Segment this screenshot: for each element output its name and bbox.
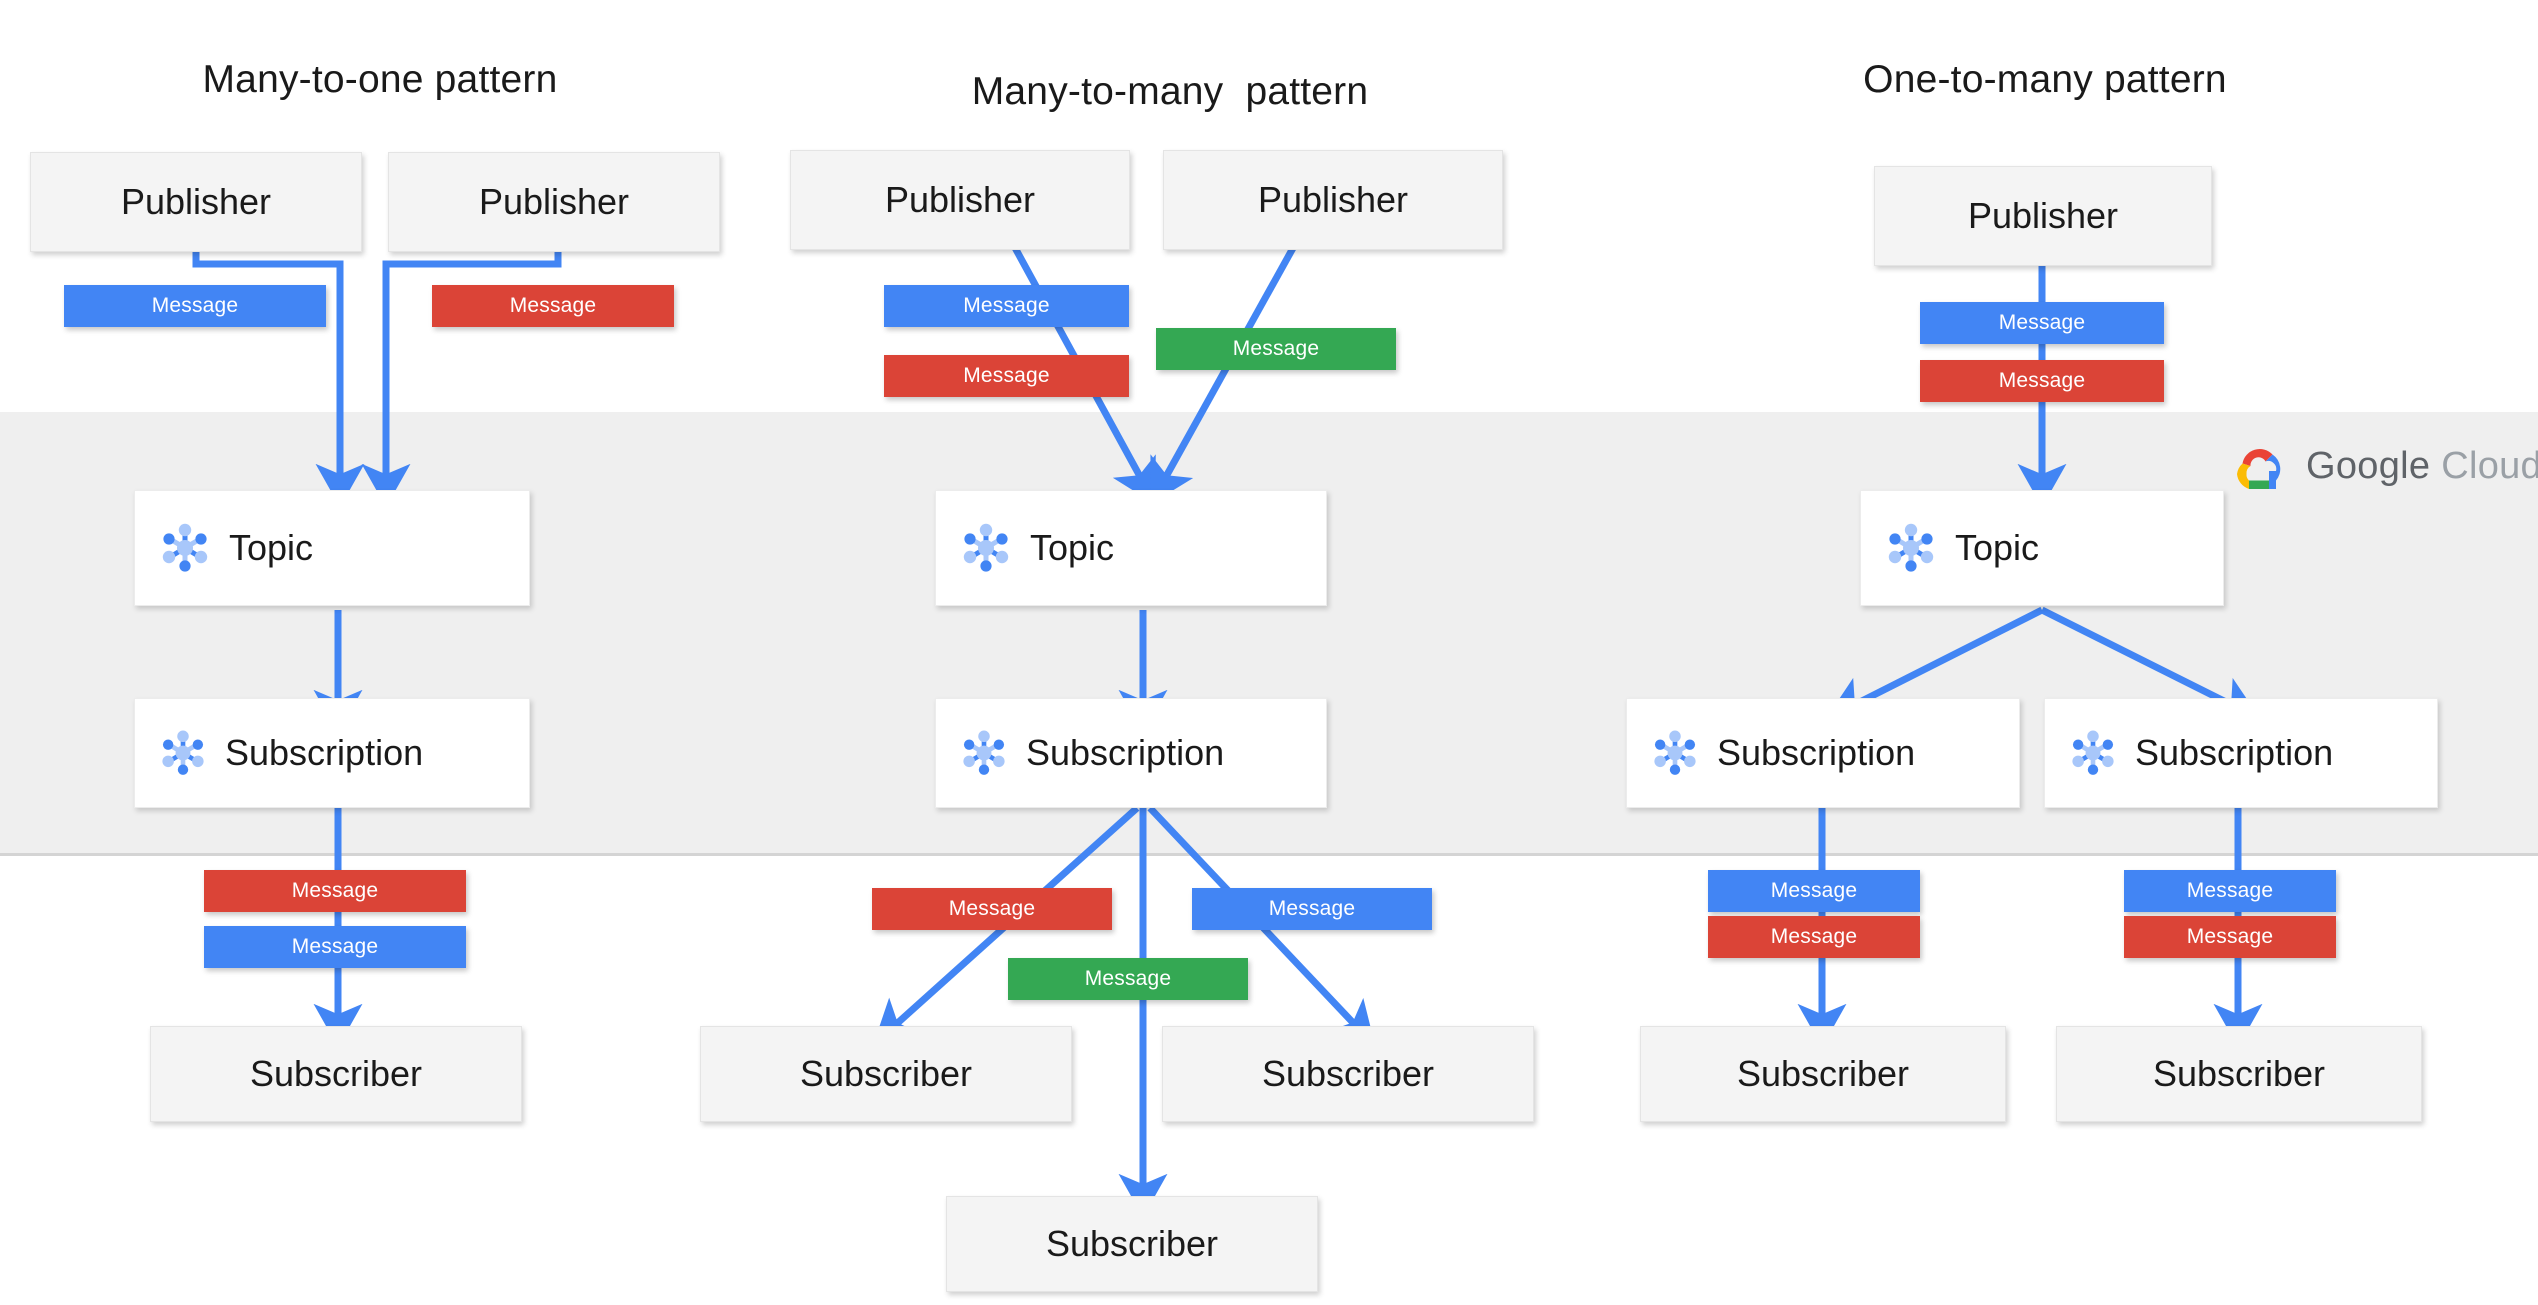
publisher-label: Publisher [478,181,630,222]
message-chip-red: Message [2124,916,2336,958]
message-label: Message [291,879,379,902]
pubsub-subscription-icon [162,730,204,775]
publisher-label: Publisher [884,179,1036,220]
message-label: Message [2186,879,2274,902]
subscriber-label: Subscriber [1736,1053,1910,1094]
message-chip-green: Message [1156,328,1396,370]
topic-node[interactable]: Topic [935,490,1327,606]
subscriber-label: Subscriber [2152,1053,2326,1094]
message-label: Message [1232,337,1320,360]
topic-label: Topic [1955,527,2040,568]
subscriber-node[interactable]: Subscriber [150,1026,522,1122]
pubsub-subscription-icon [963,730,1005,775]
google-wordmark-secondary: Cloud [2441,444,2538,487]
message-label: Message [963,294,1050,317]
subscriber-node[interactable]: Subscriber [700,1026,1072,1122]
message-chip-red: Message [884,355,1129,397]
subscriber-label: Subscriber [249,1053,423,1094]
subscriber-label: Subscriber [1261,1053,1435,1094]
google-cloud-wordmark: Google Cloud [2306,445,2538,488]
publisher-label: Publisher [1967,195,2119,236]
subscription-label: Subscription [1026,732,1225,773]
message-label: Message [1770,879,1858,902]
publisher-label: Publisher [120,181,272,222]
publisher-node[interactable]: Publisher [1874,166,2212,266]
message-label: Message [1998,369,2086,392]
topic-node[interactable]: Topic [1860,490,2224,606]
google-wordmark-primary: Google [2306,444,2431,487]
pubsub-subscription-icon [1654,730,1696,775]
message-chip-blue: Message [1708,870,1920,912]
message-label: Message [1770,925,1858,948]
subscription-label: Subscription [1717,732,1916,773]
pubsub-topic-icon [162,523,208,572]
subscription-node[interactable]: Subscription [935,698,1327,808]
message-chip-red: Message [432,285,674,327]
publisher-node[interactable]: Publisher [30,152,362,252]
message-label: Message [2186,925,2274,948]
column-title-one-to-many: One-to-many pattern [1863,58,2227,101]
subscriber-node[interactable]: Subscriber [1162,1026,1534,1122]
message-label: Message [1268,897,1356,920]
google-cloud-logo-icon [2237,448,2281,489]
subscription-node[interactable]: Subscription [2044,698,2438,808]
message-label: Message [509,294,597,317]
message-chip-red: Message [204,870,466,912]
column-title-many-to-one: Many-to-one pattern [202,58,558,101]
subscription-label: Subscription [2135,732,2334,773]
message-chip-blue: Message [884,285,1129,327]
topic-node[interactable]: Topic [134,490,530,606]
topic-label: Topic [1030,527,1115,568]
publisher-node[interactable]: Publisher [388,152,720,252]
message-chip-blue: Message [1192,888,1432,930]
subscriber-label: Subscriber [1045,1223,1219,1264]
publisher-node[interactable]: Publisher [790,150,1130,250]
google-cloud-logo: Google Cloud [2232,442,2538,490]
pubsub-subscription-icon [2072,730,2114,775]
pubsub-topic-icon [1888,523,1934,572]
subscriber-node[interactable]: Subscriber [946,1196,1318,1292]
message-label: Message [963,364,1050,387]
message-label: Message [291,935,379,958]
subscriber-node[interactable]: Subscriber [2056,1026,2422,1122]
message-label: Message [1998,311,2086,334]
message-chip-red: Message [1708,916,1920,958]
message-label: Message [151,294,239,317]
message-chip-blue: Message [64,285,326,327]
publisher-node[interactable]: Publisher [1163,150,1503,250]
subscriber-label: Subscriber [799,1053,973,1094]
subscriber-node[interactable]: Subscriber [1640,1026,2006,1122]
message-chip-red: Message [1920,360,2164,402]
message-chip-red: Message [872,888,1112,930]
message-chip-blue: Message [204,926,466,968]
publisher-label: Publisher [1257,179,1409,220]
message-label: Message [948,897,1036,920]
subscription-node[interactable]: Subscription [134,698,530,808]
message-chip-blue: Message [2124,870,2336,912]
subscription-node[interactable]: Subscription [1626,698,2020,808]
message-label: Message [1084,967,1172,990]
subscription-label: Subscription [225,732,424,773]
message-chip-green: Message [1008,958,1248,1000]
topic-label: Topic [229,527,314,568]
column-title-many-to-many: Many-to-many pattern [971,70,1369,113]
pubsub-topic-icon [963,523,1009,572]
message-chip-blue: Message [1920,302,2164,344]
